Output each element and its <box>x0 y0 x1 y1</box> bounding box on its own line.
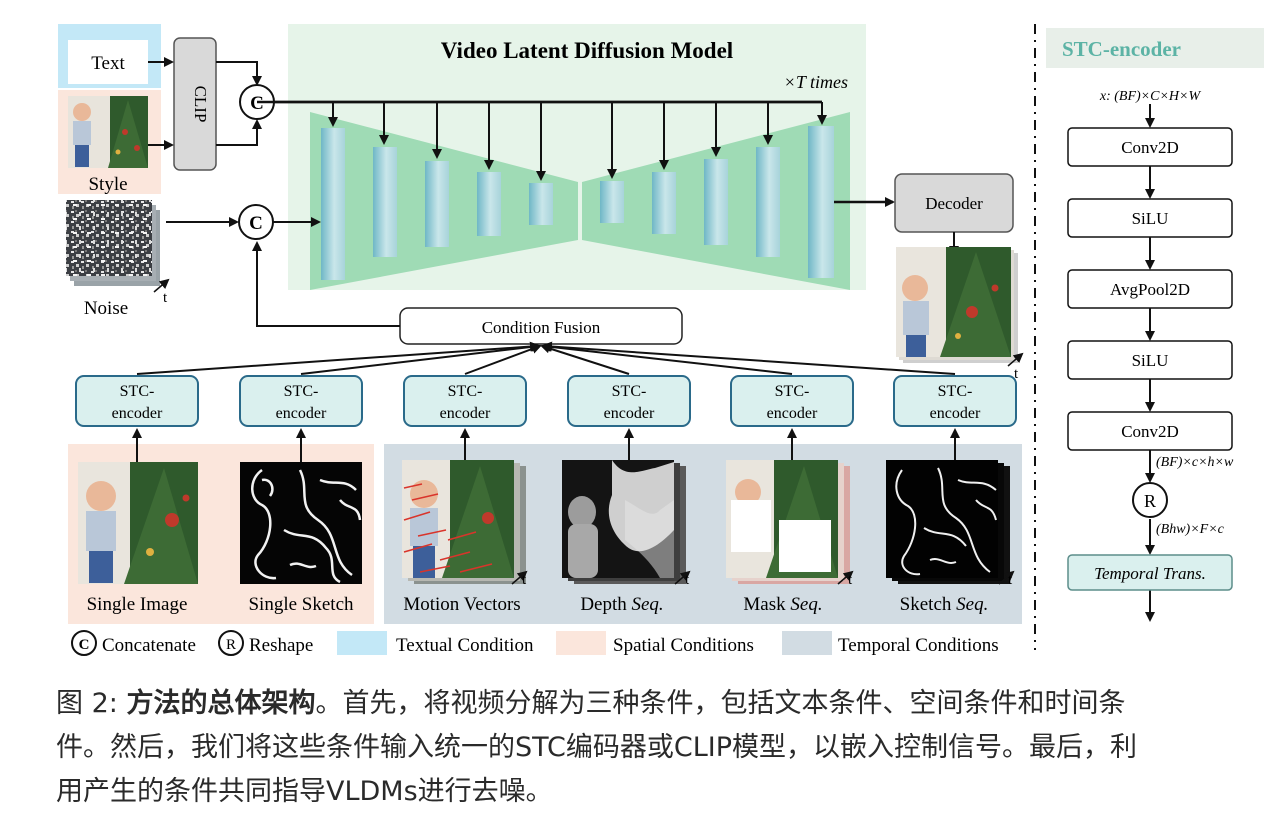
caption-bold: 方法的总体架构 <box>126 688 316 719</box>
single-sketch <box>240 462 362 584</box>
style-label: Style <box>88 174 127 195</box>
depth-t-label: t <box>685 572 690 588</box>
stc-encoders: STC- encoder STC- encoder STC- encoder S… <box>75 375 1017 427</box>
text-input-label: Text <box>91 53 125 74</box>
stc-encoder-5: STC- encoder <box>730 375 854 427</box>
legend-temporal: Temporal Conditions <box>838 635 999 656</box>
stc-layer-1: Conv2D <box>1067 127 1233 167</box>
legend-textual-swatch <box>337 631 387 655</box>
stc-layer-3: AvgPool2D <box>1067 269 1233 309</box>
depth-sequence-image <box>562 460 686 584</box>
svg-text:C: C <box>79 637 90 653</box>
stc-encoder-6: STC- encoder <box>893 375 1017 427</box>
caption-line-3: 用产生的条件共同指导VLDMs进行去噪。 <box>56 776 553 807</box>
svg-text:encoder: encoder <box>440 405 491 422</box>
svg-text:Conv2D: Conv2D <box>1121 422 1179 441</box>
mask-t-label: t <box>848 572 853 588</box>
legend-textual: Textual Condition <box>396 635 534 656</box>
noise-image <box>66 200 160 286</box>
stc-panel-title-bg <box>1046 28 1264 68</box>
condition-label-single-sketch: Single Sketch <box>248 594 354 615</box>
svg-text:encoder: encoder <box>767 405 818 422</box>
legend-reshape-symbol <box>218 630 244 656</box>
figure-caption: 图 2: 方法的总体架构。首先，将视频分解为三种条件，包括文本条件、空间条件和时… <box>56 682 1276 814</box>
svg-text:encoder: encoder <box>930 405 981 422</box>
vldm-title: Video Latent Diffusion Model <box>441 38 733 63</box>
legend-temporal-swatch <box>782 631 832 655</box>
stc-layer-4: SiLU <box>1067 340 1233 380</box>
noise-t-label: t <box>163 290 168 306</box>
stc-panel-title: STC-encoder <box>1062 37 1181 61</box>
svg-text:Temporal Trans.: Temporal Trans. <box>1094 564 1206 583</box>
condition-label-single-image: Single Image <box>87 594 188 615</box>
svg-text:STC-: STC- <box>612 383 647 400</box>
sketch-sequence-image <box>886 460 1010 584</box>
legend-concat-symbol <box>71 630 97 656</box>
single-image <box>78 462 198 584</box>
concat-op-top-label: C <box>250 93 264 114</box>
legend-spatial: Spatial Conditions <box>613 635 754 656</box>
noise-label: Noise <box>84 298 128 319</box>
unet-blocks <box>321 126 834 280</box>
legend-concatenate: Concatenate <box>102 635 196 656</box>
legend: C Concatenate R Reshape Textual Conditio… <box>71 630 999 656</box>
stc-mid-shape: (BF)×c×h×w <box>1156 455 1234 470</box>
stc-encoder-2: STC- encoder <box>239 375 363 427</box>
svg-text:STC-: STC- <box>775 383 810 400</box>
condition-label-mask-seq: Mask Seq. <box>743 594 822 615</box>
caption-line1-rest: 。首先，将视频分解为三种条件，包括文本条件、空间条件和时间条 <box>315 688 1126 719</box>
stc-out-shape: (Bhw)×F×c <box>1156 522 1225 537</box>
legend-reshape: Reshape <box>249 635 313 656</box>
svg-text:R: R <box>226 637 236 653</box>
condition-label-sketch-seq: Sketch Seq. <box>900 594 989 615</box>
style-image <box>68 96 148 168</box>
condition-label-motion-vectors: Motion Vectors <box>403 594 520 615</box>
reshape-op-label: R <box>1144 491 1156 511</box>
reshape-op <box>1132 482 1168 518</box>
condition-fusion-label: Condition Fusion <box>482 318 601 337</box>
caption-line-1: 图 2: 方法的总体架构。首先，将视频分解为三种条件，包括文本条件、空间条件和时… <box>56 682 1276 726</box>
svg-text:STC-: STC- <box>284 383 319 400</box>
temporal-trans-box: Temporal Trans. <box>1067 554 1233 591</box>
svg-text:SiLU: SiLU <box>1132 209 1169 228</box>
svg-text:STC-: STC- <box>938 383 973 400</box>
concat-op-noise-label: C <box>249 213 263 234</box>
svg-text:STC-: STC- <box>120 383 155 400</box>
svg-text:encoder: encoder <box>112 405 163 422</box>
stc-encoder-4: STC- encoder <box>567 375 691 427</box>
output-video <box>896 247 1018 363</box>
caption-prefix: 图 2: <box>56 688 127 719</box>
svg-text:Conv2D: Conv2D <box>1121 138 1179 157</box>
stc-encoder-1: STC- encoder <box>75 375 199 427</box>
legend-spatial-swatch <box>556 631 606 655</box>
svg-text:SiLU: SiLU <box>1132 351 1169 370</box>
svg-text:encoder: encoder <box>276 405 327 422</box>
clip-box <box>173 37 217 171</box>
condition-label-depth-seq: Depth Seq. <box>580 594 663 615</box>
stc-encoder-3: STC- encoder <box>403 375 527 427</box>
caption-line-2: 件。然后，我们将这些条件输入统一的STC编码器或CLIP模型，以嵌入控制信号。最… <box>56 732 1138 763</box>
stc-input-shape: x: (BF)×C×H×W <box>1099 89 1202 104</box>
output-t-label: t <box>1014 366 1019 382</box>
svg-text:STC-: STC- <box>448 383 483 400</box>
decoder-label: Decoder <box>925 194 983 213</box>
motion-vectors-image <box>402 460 526 584</box>
svg-text:encoder: encoder <box>604 405 655 422</box>
svg-text:AvgPool2D: AvgPool2D <box>1110 280 1190 299</box>
clip-label: CLIP <box>191 86 210 123</box>
architecture-diagram: Text Style t Noise CLIP C Video Latent D… <box>58 24 1264 656</box>
stc-layer-5: Conv2D <box>1067 411 1233 451</box>
stc-layer-2: SiLU <box>1067 198 1233 238</box>
motion-t-label: t <box>522 572 527 588</box>
mask-sequence-image <box>726 460 850 584</box>
times-label: ×T times <box>784 72 848 92</box>
sketch-t-label: t <box>1008 572 1013 588</box>
text-input-box <box>68 40 148 84</box>
